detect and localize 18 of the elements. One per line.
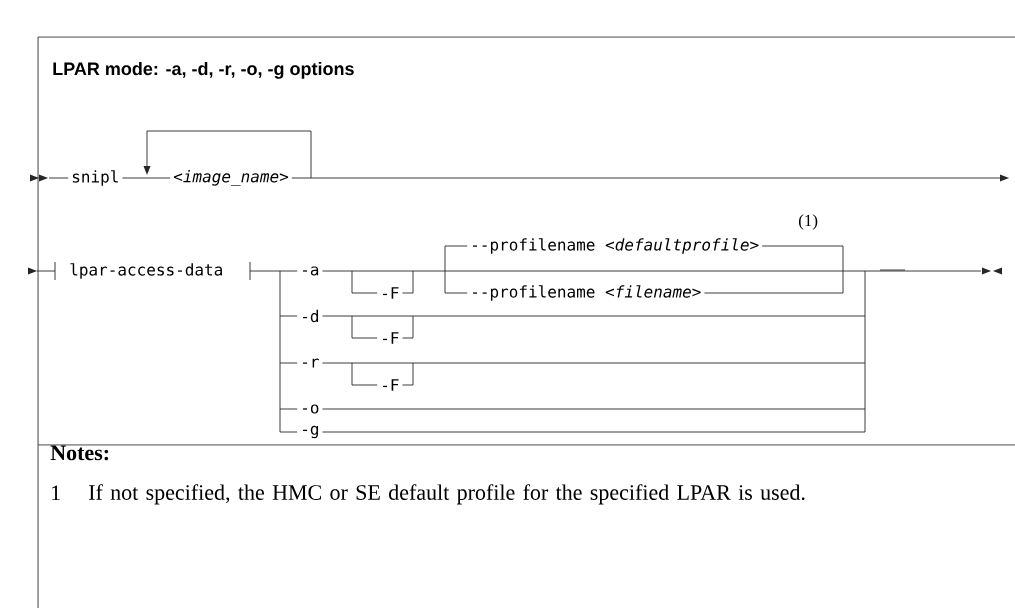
syntax-option: -d xyxy=(297,308,323,324)
syntax-variable: <image_name> xyxy=(170,169,292,187)
syntax-option: -F xyxy=(377,286,403,300)
syntax-option: -a xyxy=(297,265,323,277)
note-number: 1 xyxy=(52,485,60,500)
syntax-option: -F xyxy=(377,378,403,392)
syntax-option: --profilename <filename> xyxy=(467,284,705,302)
syntax-option: -F xyxy=(377,331,403,345)
syntax-option: -r xyxy=(297,357,323,369)
syntax-fragment-name: lpar-access-data xyxy=(66,262,227,280)
note-text: If not specified, the HMC or SE default profile for the specified LPAR is used. xyxy=(89,484,805,505)
syntax-keyword: snipl xyxy=(68,169,123,187)
notes-heading: Notes: xyxy=(50,445,109,461)
syntax-option: --profilename <defaultprofile> xyxy=(467,237,763,255)
footnote-marker: (1) xyxy=(798,214,818,230)
heading: LPAR mode: -a, -d, -r, -o, -g options xyxy=(53,61,354,79)
syntax-option: -g xyxy=(297,424,323,440)
syntax-option: -o xyxy=(297,403,323,415)
